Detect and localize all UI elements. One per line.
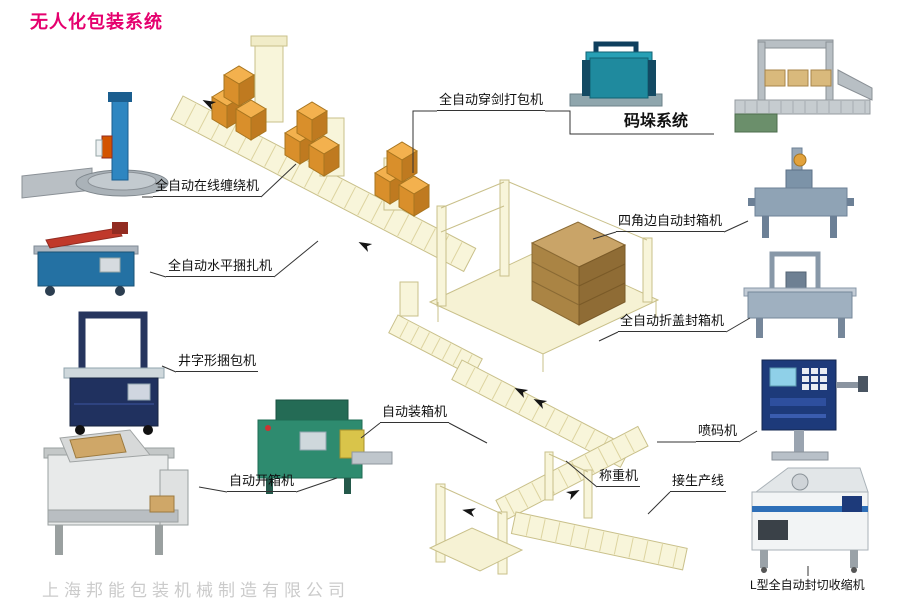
label-horizontal-strapper: 全自动水平捆扎机: [166, 258, 275, 277]
leader-lines: [142, 110, 809, 576]
label-case-packer: 自动装箱机: [380, 404, 450, 423]
machine-pallet-wrapper: [21, 92, 169, 199]
label-production-line-link: 接生产线: [670, 473, 727, 492]
machine-inkjet-coder: [761, 359, 868, 461]
label-weigher: 称重机: [597, 468, 641, 487]
machine-l-shrink-wrapper: [751, 467, 869, 573]
machine-case-packer: [257, 399, 393, 494]
watermark: 上海邦能包装机械制造有限公司: [42, 581, 350, 600]
machine-case-erector: [43, 429, 189, 555]
label-case-erector: 自动开箱机: [227, 473, 297, 492]
machine-horizontal-strapper: [33, 222, 139, 296]
machine-palletizer: [734, 39, 873, 133]
label-inkjet-coder: 喷码机: [696, 423, 740, 442]
machine-four-corner-sealer: [748, 147, 854, 238]
label-inline-wrapper: 全自动在线缠绕机: [153, 178, 262, 197]
pallet-load: [530, 221, 627, 326]
machine-arch-strapper: [63, 311, 165, 435]
label-strapping-lance: 全自动穿剑打包机: [437, 92, 546, 111]
label-fold-flap-sealer: 全自动折盖封箱机: [618, 313, 727, 332]
page-title: 无人化包装系统: [30, 12, 163, 32]
machine-flap-fold-sealer: [743, 251, 857, 338]
label-four-corner-sealer: 四角边自动封箱机: [616, 213, 725, 232]
label-well-pattern-bundler: 井字形捆包机: [176, 353, 259, 372]
conveyor-line-art: [170, 35, 688, 575]
label-palletizing-system: 码垛系统: [624, 113, 689, 130]
label-l-type-shrink-wrapper: L型全自动封切收缩机: [750, 578, 865, 592]
machine-lance-strapper: [569, 41, 663, 107]
